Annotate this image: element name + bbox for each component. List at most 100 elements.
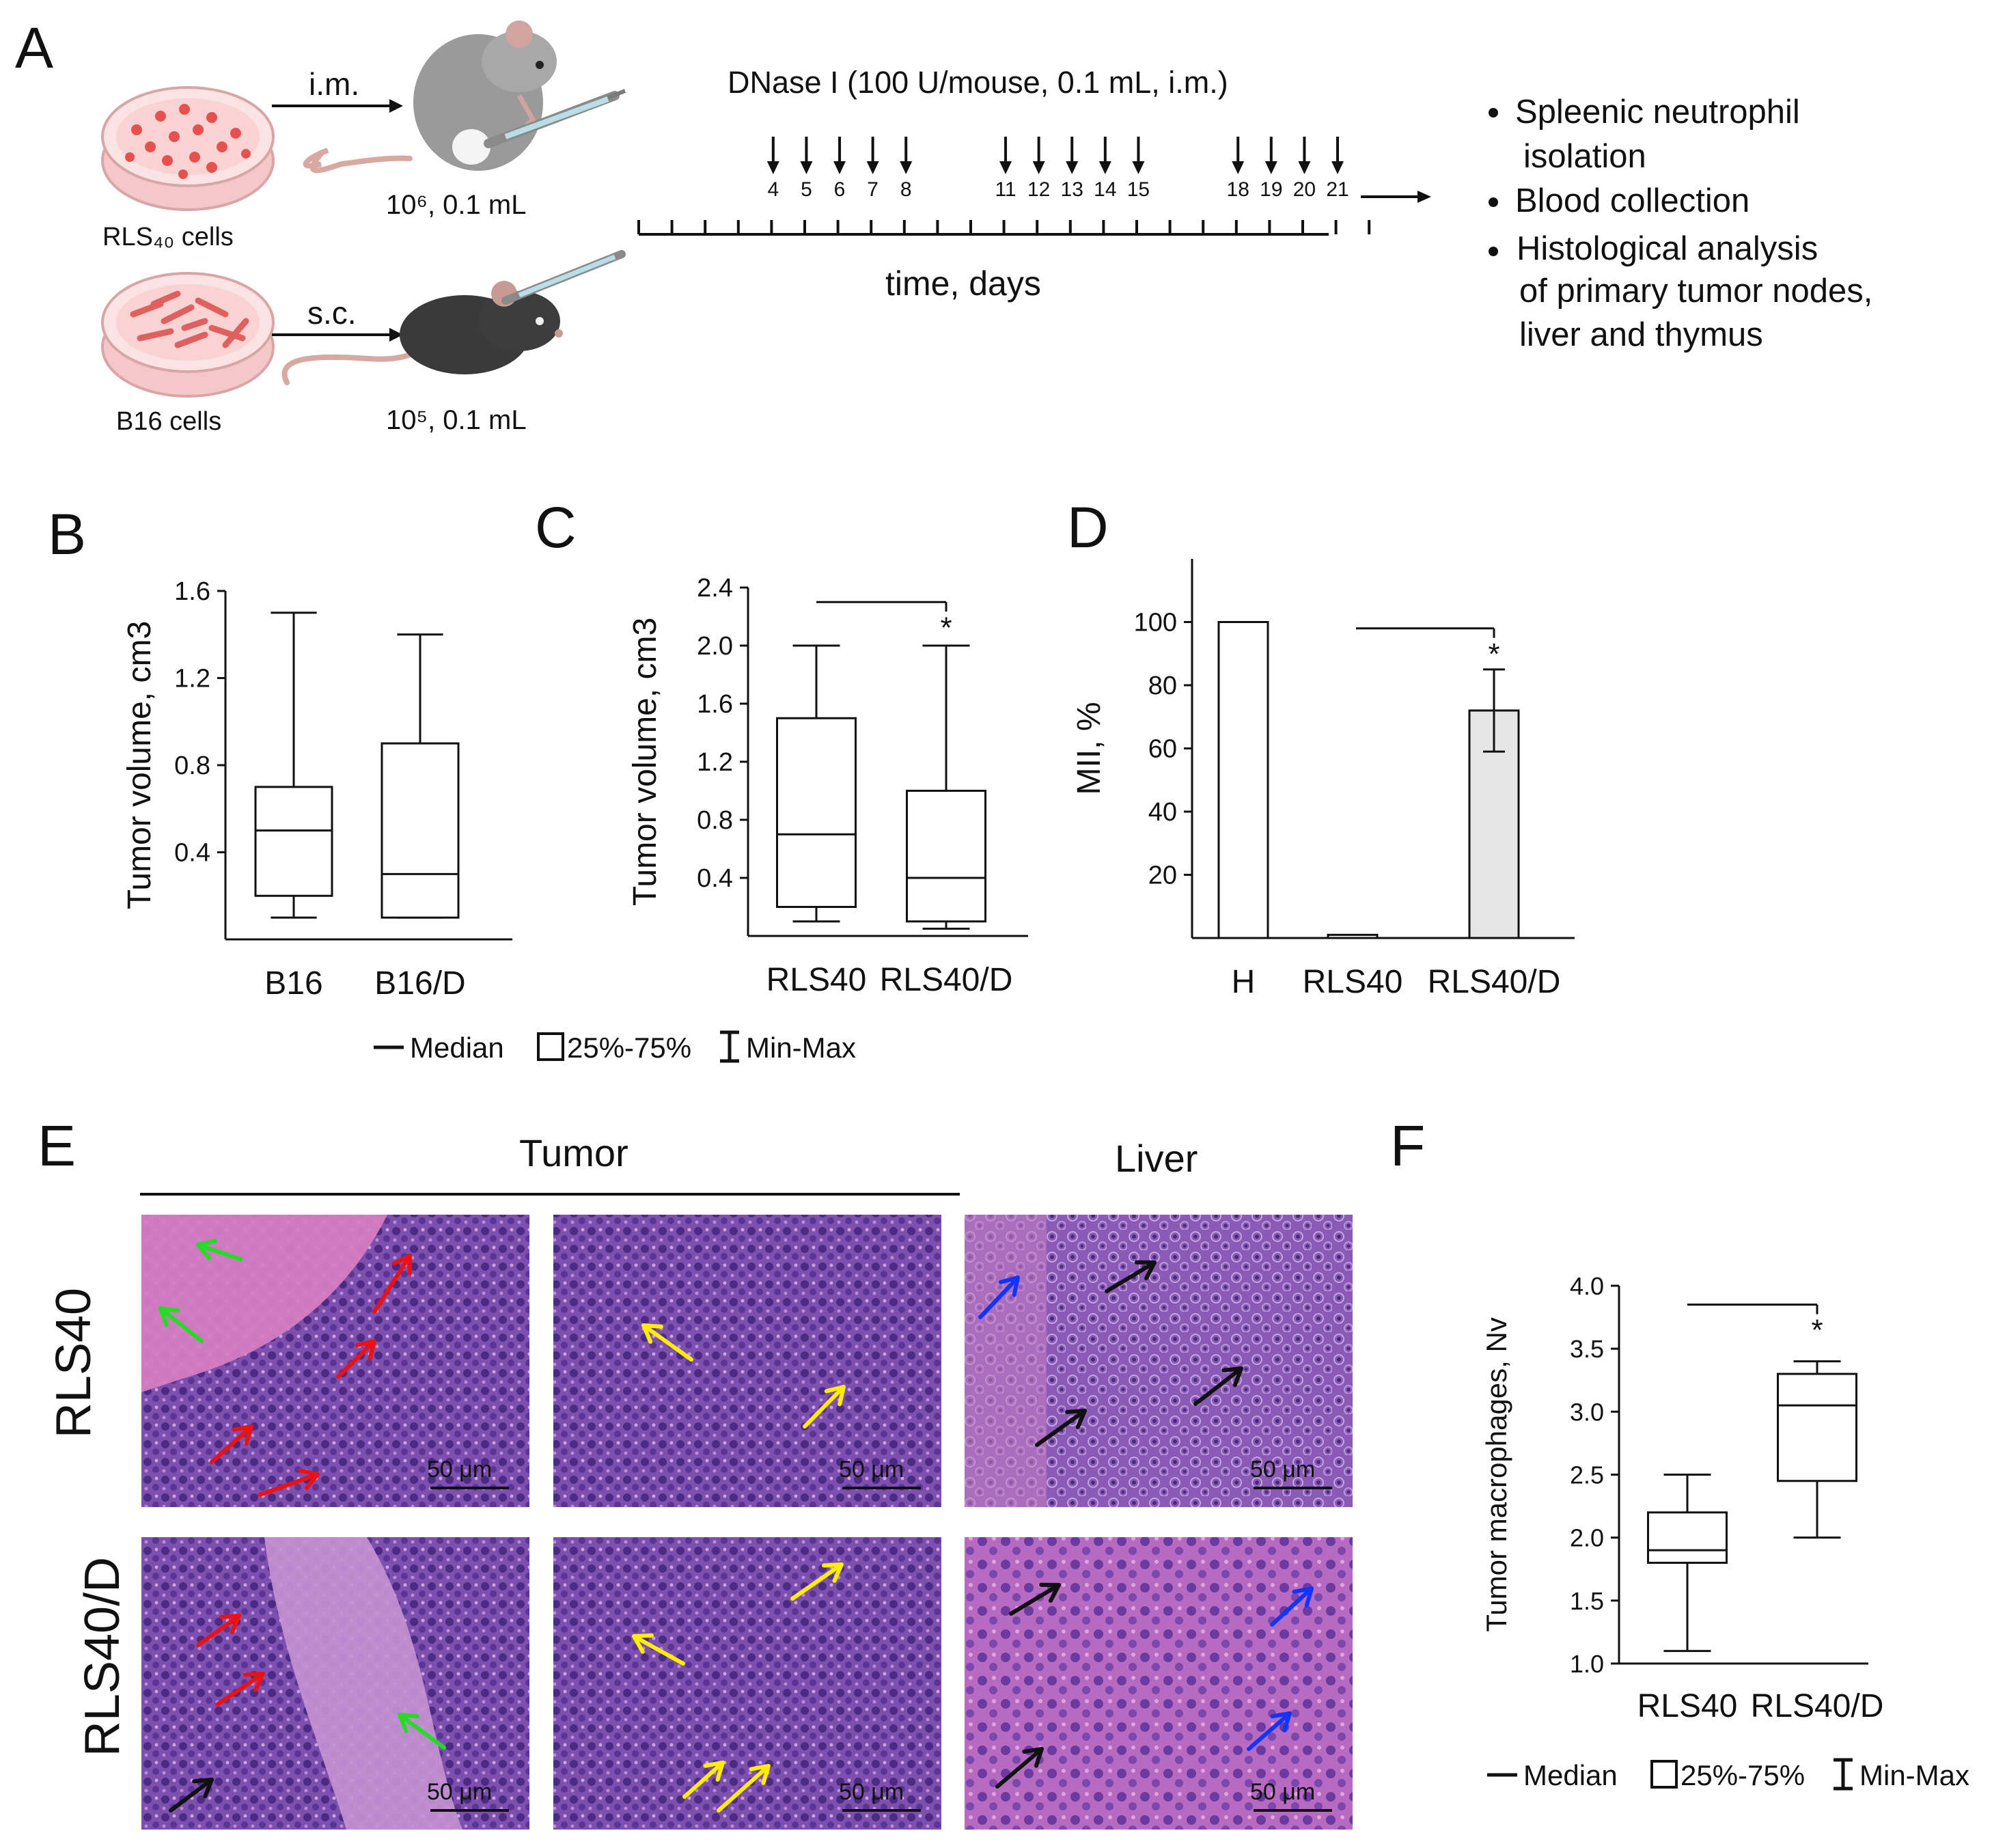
tissue-background [965,1537,1353,1830]
y-axis-label: Tumor volume, cm3 [627,618,663,906]
panel-letter-b: B [48,502,87,566]
scale-bar-label: 50 μm [839,1457,904,1482]
black-arrow-icon [1009,1582,1061,1616]
grey-mouse-icon [303,20,626,174]
arrow-head [1292,1586,1314,1608]
black-mouse-icon [281,250,626,385]
significance-star: * [1811,1314,1823,1347]
bar [1217,621,1269,939]
treatment-label: DNase I (100 U/mouse, 0.1 mL, i.m.) [728,65,1228,100]
arrow-head [298,1468,320,1491]
scale-bar-label: 50 μm [839,1779,904,1805]
injection-day-label: 5 [801,178,812,201]
red-arrow-icon [258,1468,320,1497]
legend-box-swatch [537,1032,564,1061]
red-arrow-icon [215,1672,265,1707]
arrow-shaft [1105,1260,1157,1293]
arrow-shaft [196,1243,243,1261]
bar [1327,933,1379,939]
red-arrow-icon [196,1614,241,1647]
injection-day-label: 19 [1260,178,1283,201]
legend-box-label: 25%-75% [1680,1759,1806,1791]
outcome-item: isolation [1523,138,1646,175]
legend-median-swatch [374,1045,404,1049]
y-tick-label: 1.0 [1570,1650,1604,1678]
y-tick-label: 2.0 [1570,1524,1604,1552]
injection-arrowhead-icon [1032,161,1045,174]
y-tick-label: 60 [1148,735,1177,764]
petri-dish-b16-icon [101,272,275,398]
bullet-icon [1489,197,1498,207]
injection-day-label: 14 [1094,178,1117,201]
arrow-shaft [978,1275,1020,1319]
box-iqr [906,790,986,923]
category-label: RLS40/D [1428,964,1561,1000]
bullet-icon [1489,108,1498,118]
bullet-icon [1489,247,1498,256]
scale-bar-label: 50 μm [427,1779,493,1805]
legend-range-label: Min-Max [1859,1759,1970,1791]
significance-star: * [1488,637,1499,671]
outcome-item: of primary tumor nodes, [1519,273,1873,309]
outcome-item: Spleenic neutrophil [1515,94,1800,130]
arrow-head [822,1562,844,1583]
panel-letter-c: C [535,495,577,560]
micrograph-rls40-tumor [553,1215,941,1507]
arrow-head [703,1761,725,1782]
arrow-shaft [803,1385,846,1429]
outcome-item: Histological analysis [1517,230,1818,267]
panel-letter-a: A [15,16,54,80]
box-iqr [254,786,333,897]
arrow-shaft [790,1562,844,1601]
tissue-background [553,1215,941,1507]
dose-label-bottom: 10⁵, 0.1 mL [386,405,527,435]
panel-letter-e: E [38,1114,77,1178]
outcome-item: Blood collection [1515,182,1750,219]
box-iqr [776,717,857,908]
injection-arrowhead-icon [1066,161,1079,174]
legend-median-swatch [1487,1773,1517,1777]
arrow-head [1065,1409,1087,1429]
y-tick-label: 4.0 [1570,1272,1604,1300]
blue-arrow-icon [1247,1711,1292,1751]
y-axis-label: MII, % [1071,702,1107,795]
injection-arrowhead-icon [800,161,813,174]
micrograph-rls40-tumor-necrosis [141,1215,529,1507]
injection-day-label: 12 [1027,178,1051,201]
y-tick-label: 80 [1148,672,1177,700]
injection-day-label: 6 [833,178,846,201]
tumor-column-divider [140,1193,960,1196]
y-tick-label: 100 [1134,609,1177,637]
category-label: RLS40/D [880,962,1013,998]
arrow-head [1270,1711,1292,1733]
injection-day-label: 11 [995,178,1016,201]
box-iqr [381,742,460,919]
yellow-arrow-icon [803,1385,846,1429]
y-tick-label: 2.4 [697,574,733,603]
micrograph-rls40-liver [965,1215,1353,1507]
category-label: B16 [264,965,322,1002]
y-tick-label: 2.5 [1570,1461,1604,1489]
injection-arrowhead-icon [1098,161,1111,174]
arrow-shaft [336,1339,376,1379]
y-tick-label: 0.8 [697,806,733,835]
arrow-head [632,1633,654,1654]
category-label: H [1232,964,1256,1000]
arrow-shaft [372,1254,412,1314]
scale-bar-label: 50 μm [1250,1779,1316,1805]
cells-label-rls40: RLS₄₀ cells [102,223,234,251]
arrow-head [158,1306,180,1327]
arrow-head [219,1614,241,1634]
y-tick-label: 40 [1148,798,1177,827]
arrow-shaft [1270,1586,1314,1627]
y-tick-label: 2.0 [697,632,733,661]
dose-label-top: 10⁶, 0.1 mL [386,190,527,220]
y-axis-label: Tumor macrophages, Nv [1480,1317,1512,1632]
y-tick-label: 0.8 [174,751,210,780]
injection-day-label: 18 [1226,178,1249,201]
legend-box-swatch [1650,1760,1678,1789]
timeline-axis-label: time, days [885,264,1041,303]
